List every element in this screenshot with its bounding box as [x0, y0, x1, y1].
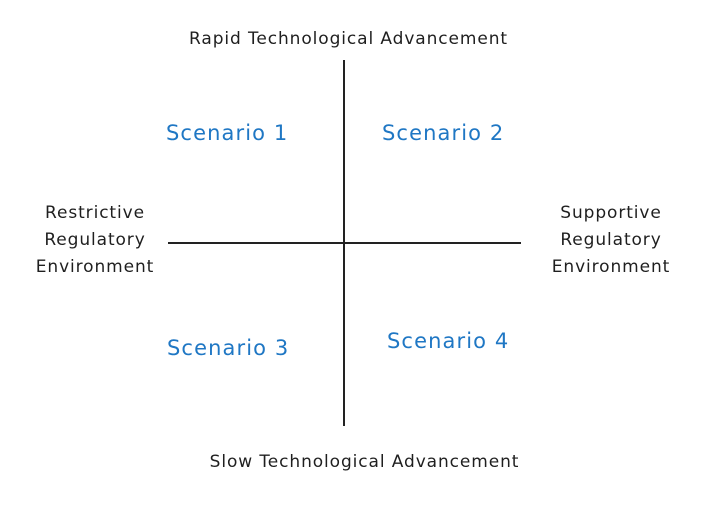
quadrant-label-bottom-left[interactable]: Scenario 3: [167, 336, 290, 360]
axis-label-right-line-2: Regulatory: [560, 230, 662, 250]
axis-label-bottom: Slow Technological Advancement: [209, 452, 520, 472]
axis-label-left-line-2: Regulatory: [44, 230, 146, 250]
axis-label-left-line-1: Restrictive: [45, 203, 145, 223]
axis-label-right-line-3: Environment: [551, 257, 671, 277]
horizontal-axis-line: [168, 242, 521, 244]
axis-label-left: Restrictive Regulatory Environment: [12, 200, 178, 281]
axis-label-top: Rapid Technological Advancement: [189, 29, 508, 49]
axis-label-right: Supportive Regulatory Environment: [528, 200, 694, 281]
quadrant-label-top-right[interactable]: Scenario 2: [382, 121, 505, 145]
quadrant-label-bottom-right[interactable]: Scenario 4: [387, 329, 510, 353]
axis-label-right-line-1: Supportive: [560, 203, 662, 223]
quadrant-label-top-left[interactable]: Scenario 1: [166, 121, 289, 145]
axis-label-left-line-3: Environment: [35, 257, 155, 277]
